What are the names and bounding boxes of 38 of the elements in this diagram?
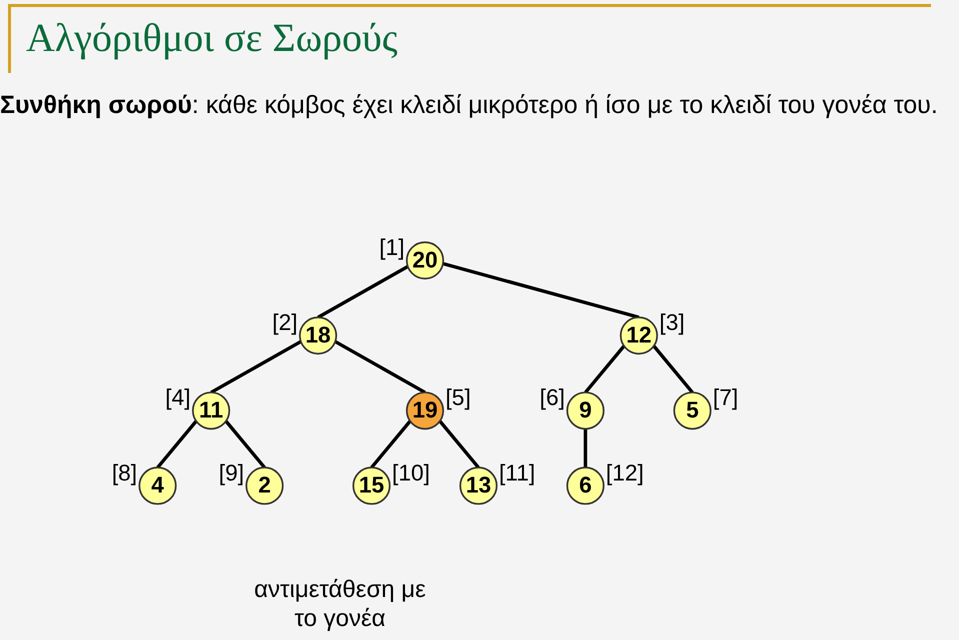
key-node-circle: 11 bbox=[192, 392, 230, 430]
key-node-circle: 12 bbox=[620, 316, 658, 355]
tree-edge bbox=[224, 420, 266, 469]
key-node-circle: 5 bbox=[673, 392, 712, 430]
index-label: [3] bbox=[659, 309, 685, 336]
key-node-circle: 13 bbox=[459, 466, 498, 505]
tree-edge bbox=[370, 420, 412, 469]
title: Αλγόριθμοι σε Σωρούς bbox=[26, 14, 398, 61]
index-label: [6] bbox=[540, 384, 565, 410]
tree-edge bbox=[334, 340, 426, 394]
index-label: [9] bbox=[218, 459, 244, 486]
index-label: [2] bbox=[272, 309, 298, 336]
tree-edge bbox=[442, 262, 640, 319]
key-node-circle: 18 bbox=[298, 316, 338, 355]
key-node-circle: 20 bbox=[406, 241, 444, 280]
index-label: [5] bbox=[445, 384, 471, 410]
tree-edge bbox=[584, 428, 588, 468]
key-node-circle: 2 bbox=[246, 466, 284, 505]
index-label: [11] bbox=[498, 459, 536, 486]
tree-edge bbox=[438, 420, 480, 469]
index-label: [8] bbox=[112, 459, 138, 486]
tree-edge bbox=[317, 264, 409, 319]
index-label: [12] bbox=[606, 459, 644, 486]
note-text: αντιμετάθεση με το γονέα bbox=[253, 576, 427, 634]
tree-edge bbox=[652, 344, 694, 394]
key-node-circle: 4 bbox=[138, 466, 177, 505]
tree-edge bbox=[156, 420, 198, 469]
index-label: [10] bbox=[392, 459, 430, 486]
heap-condition-text: Συνθήκη σωρού: κάθε κόμβος έχει κλειδί μικρότερο ή ίσο με το κλειδί του γονέα του. bbox=[0, 91, 938, 120]
tree-edge bbox=[210, 340, 302, 394]
tree-edge bbox=[584, 344, 626, 394]
index-label: [1] bbox=[379, 234, 405, 260]
index-label: [4] bbox=[165, 384, 191, 410]
key-node-circle: 15 bbox=[352, 466, 391, 505]
index-label: [7] bbox=[712, 384, 738, 410]
key-node-circle: 19 bbox=[406, 392, 444, 430]
key-node-circle: 9 bbox=[566, 392, 604, 430]
key-node-circle: 6 bbox=[566, 466, 604, 505]
